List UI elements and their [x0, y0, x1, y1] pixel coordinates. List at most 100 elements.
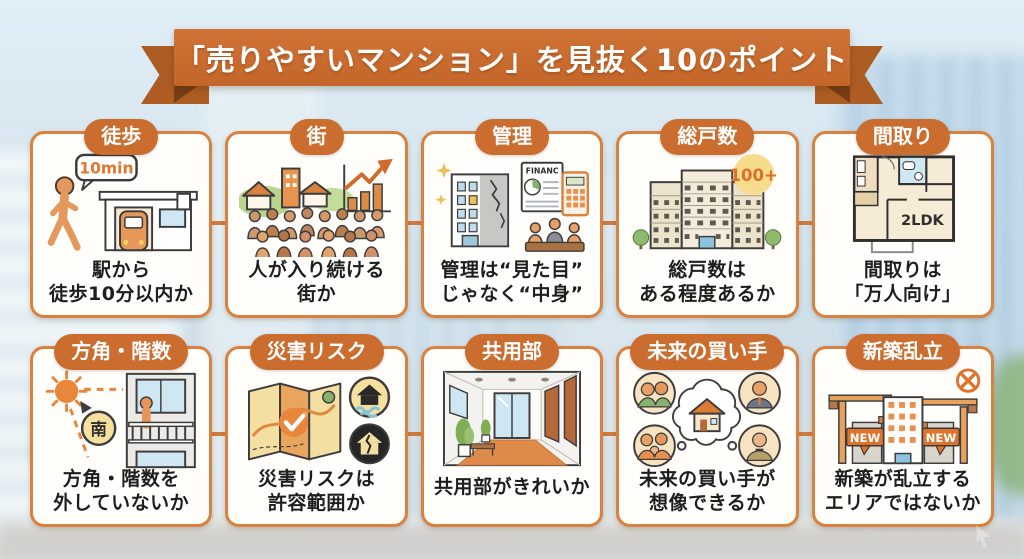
caption-new-build-saturation: 新築が乱立する エリアではないか: [815, 467, 991, 516]
portrait-senior-icon: [738, 424, 782, 468]
sunlight-line: [69, 408, 90, 458]
walk-station-icon: 10min: [47, 153, 198, 252]
badge-disaster-risk: 災害リスク: [249, 334, 384, 370]
portrait-couple-icon: [633, 371, 677, 415]
meeting-icon: [524, 217, 585, 252]
caption-town-line2: 街か: [297, 283, 337, 306]
door-icon: [544, 374, 577, 448]
caption-walk: 駅から 徒歩10分以内か: [33, 258, 209, 307]
tree-icon: [633, 229, 782, 250]
caption-total-units: 総戸数は ある程度あるか: [619, 258, 795, 307]
card-management: 管理: [420, 119, 604, 318]
arrow-icon: [80, 401, 93, 414]
caption-total-units-line1: 総戸数は: [668, 258, 747, 281]
construction-icon: NEW NEW: [828, 368, 981, 465]
floor-plan-icon: 2LDK: [852, 155, 955, 254]
prohibited-icon: [955, 368, 981, 393]
caption-future-buyers-line2: 想像できるか: [649, 492, 766, 515]
walk-illustration: 10min: [33, 153, 209, 257]
building-appearance-icon: [435, 162, 510, 248]
new-building-icon: [882, 396, 924, 465]
new-build-illustration: NEW NEW: [815, 368, 991, 472]
unit-count-label: 100+: [730, 166, 778, 185]
badge-new-build-saturation: 新築乱立: [845, 334, 960, 370]
badge-total-units: 総戸数: [660, 119, 755, 155]
new-tag-right-label: NEW: [925, 431, 956, 445]
caption-management-line2: じゃなく“中身”: [440, 283, 584, 306]
caption-management: 管理は“見た目” じゃなく“中身”: [424, 258, 600, 307]
badge-future-buyers: 未来の買い手: [630, 334, 785, 370]
caption-walk-line1: 駅から: [91, 258, 151, 281]
apartment-block-icon: 100+: [633, 153, 782, 250]
card-row-2: 方角・階数: [30, 334, 995, 527]
caption-floor-plan-line2: 「万人向け」: [844, 283, 962, 306]
walk-time-label: 10min: [80, 159, 134, 177]
calculator-icon: [561, 171, 590, 217]
station-icon: [98, 190, 198, 252]
bg-road: [0, 525, 1024, 559]
badge-common-area: 共用部: [465, 334, 560, 370]
buyers-icon: [633, 371, 782, 468]
check-icon: [278, 407, 308, 438]
flood-risk-icon: [348, 376, 390, 419]
finance-doc-label: FINANC: [526, 166, 559, 175]
sun-icon: [45, 370, 88, 413]
caption-direction-floor-line1: 方角・階数を: [62, 467, 180, 490]
card-town: 街: [225, 119, 408, 318]
management-illustration: FINANC: [424, 153, 600, 257]
caption-common-area: 共用部がきれいか: [424, 475, 600, 500]
walking-person-icon: [47, 176, 81, 251]
caption-new-build-line1: 新築が乱立する: [834, 467, 972, 490]
quake-risk-icon: [348, 423, 390, 465]
caption-town-line1: 人が入り続ける: [248, 258, 385, 281]
management-icon: FINANC: [435, 161, 590, 252]
badge-direction-floor: 方角・階数: [54, 334, 189, 370]
caption-disaster-risk-line2: 許容範囲か: [267, 492, 366, 515]
card-walk: 徒歩: [30, 119, 213, 318]
card-row-1: 徒歩: [30, 119, 995, 318]
common-area-illustration: [424, 368, 600, 472]
crowd-icon: [246, 207, 385, 257]
title-ribbon: 「売りやすいマンション」を見抜く10のポイント: [141, 29, 883, 139]
card-floor-plan: 間取り 2LDK 間取りは 「万人向け」: [811, 119, 995, 318]
card-disaster-risk: 災害リスク: [225, 334, 408, 527]
ribbon-band: 「売りやすいマンション」を見抜く10のポイント: [174, 29, 850, 86]
sparkle-icon: [436, 162, 452, 179]
cursor-watermark-icon: [975, 524, 994, 550]
badge-management: 管理: [475, 119, 550, 155]
new-tag-left: NEW: [845, 427, 885, 456]
card-new-build-saturation: 新築乱立: [811, 334, 995, 527]
finance-report-icon: FINANC: [520, 161, 564, 213]
new-tag-right: NEW: [921, 427, 960, 456]
disaster-risk-illustration: [228, 368, 404, 472]
map-pin-icon: [321, 390, 335, 404]
balcony-building-icon: [126, 372, 197, 469]
card-common-area: 共用部: [420, 334, 604, 527]
town-illustration: [228, 153, 404, 257]
caption-floor-plan: 間取りは 「万人向け」: [815, 258, 991, 307]
caption-floor-plan-line1: 間取りは: [863, 258, 942, 281]
apartment-building-icon: [650, 169, 765, 250]
town-icon: [238, 167, 354, 218]
door-arc: [881, 156, 895, 170]
hazard-map: [247, 382, 341, 461]
window: [449, 384, 469, 420]
caption-disaster-risk: 災害リスクは 許容範囲か: [228, 467, 404, 516]
new-tag-left-label: NEW: [850, 431, 881, 445]
elevator-icon: [493, 392, 531, 439]
card-total-units: 総戸数: [616, 119, 799, 318]
floor-plan-label: 2LDK: [901, 212, 944, 229]
badge-walk: 徒歩: [84, 119, 159, 155]
future-buyers-illustration: [619, 368, 795, 472]
direction-icon: 南: [45, 370, 197, 469]
portrait-family-icon: [633, 424, 677, 468]
caption-town: 人が入り続ける 街か: [228, 258, 404, 307]
direction-floor-illustration: 南: [33, 368, 209, 472]
card-direction-floor: 方角・階数: [30, 334, 213, 527]
lobby-icon: [443, 370, 582, 467]
south-badge: 南: [81, 410, 117, 446]
badge-floor-plan: 間取り: [855, 119, 950, 155]
sparkle-icon: [435, 193, 447, 206]
badge-town: 街: [289, 119, 344, 155]
closet: [853, 191, 879, 207]
